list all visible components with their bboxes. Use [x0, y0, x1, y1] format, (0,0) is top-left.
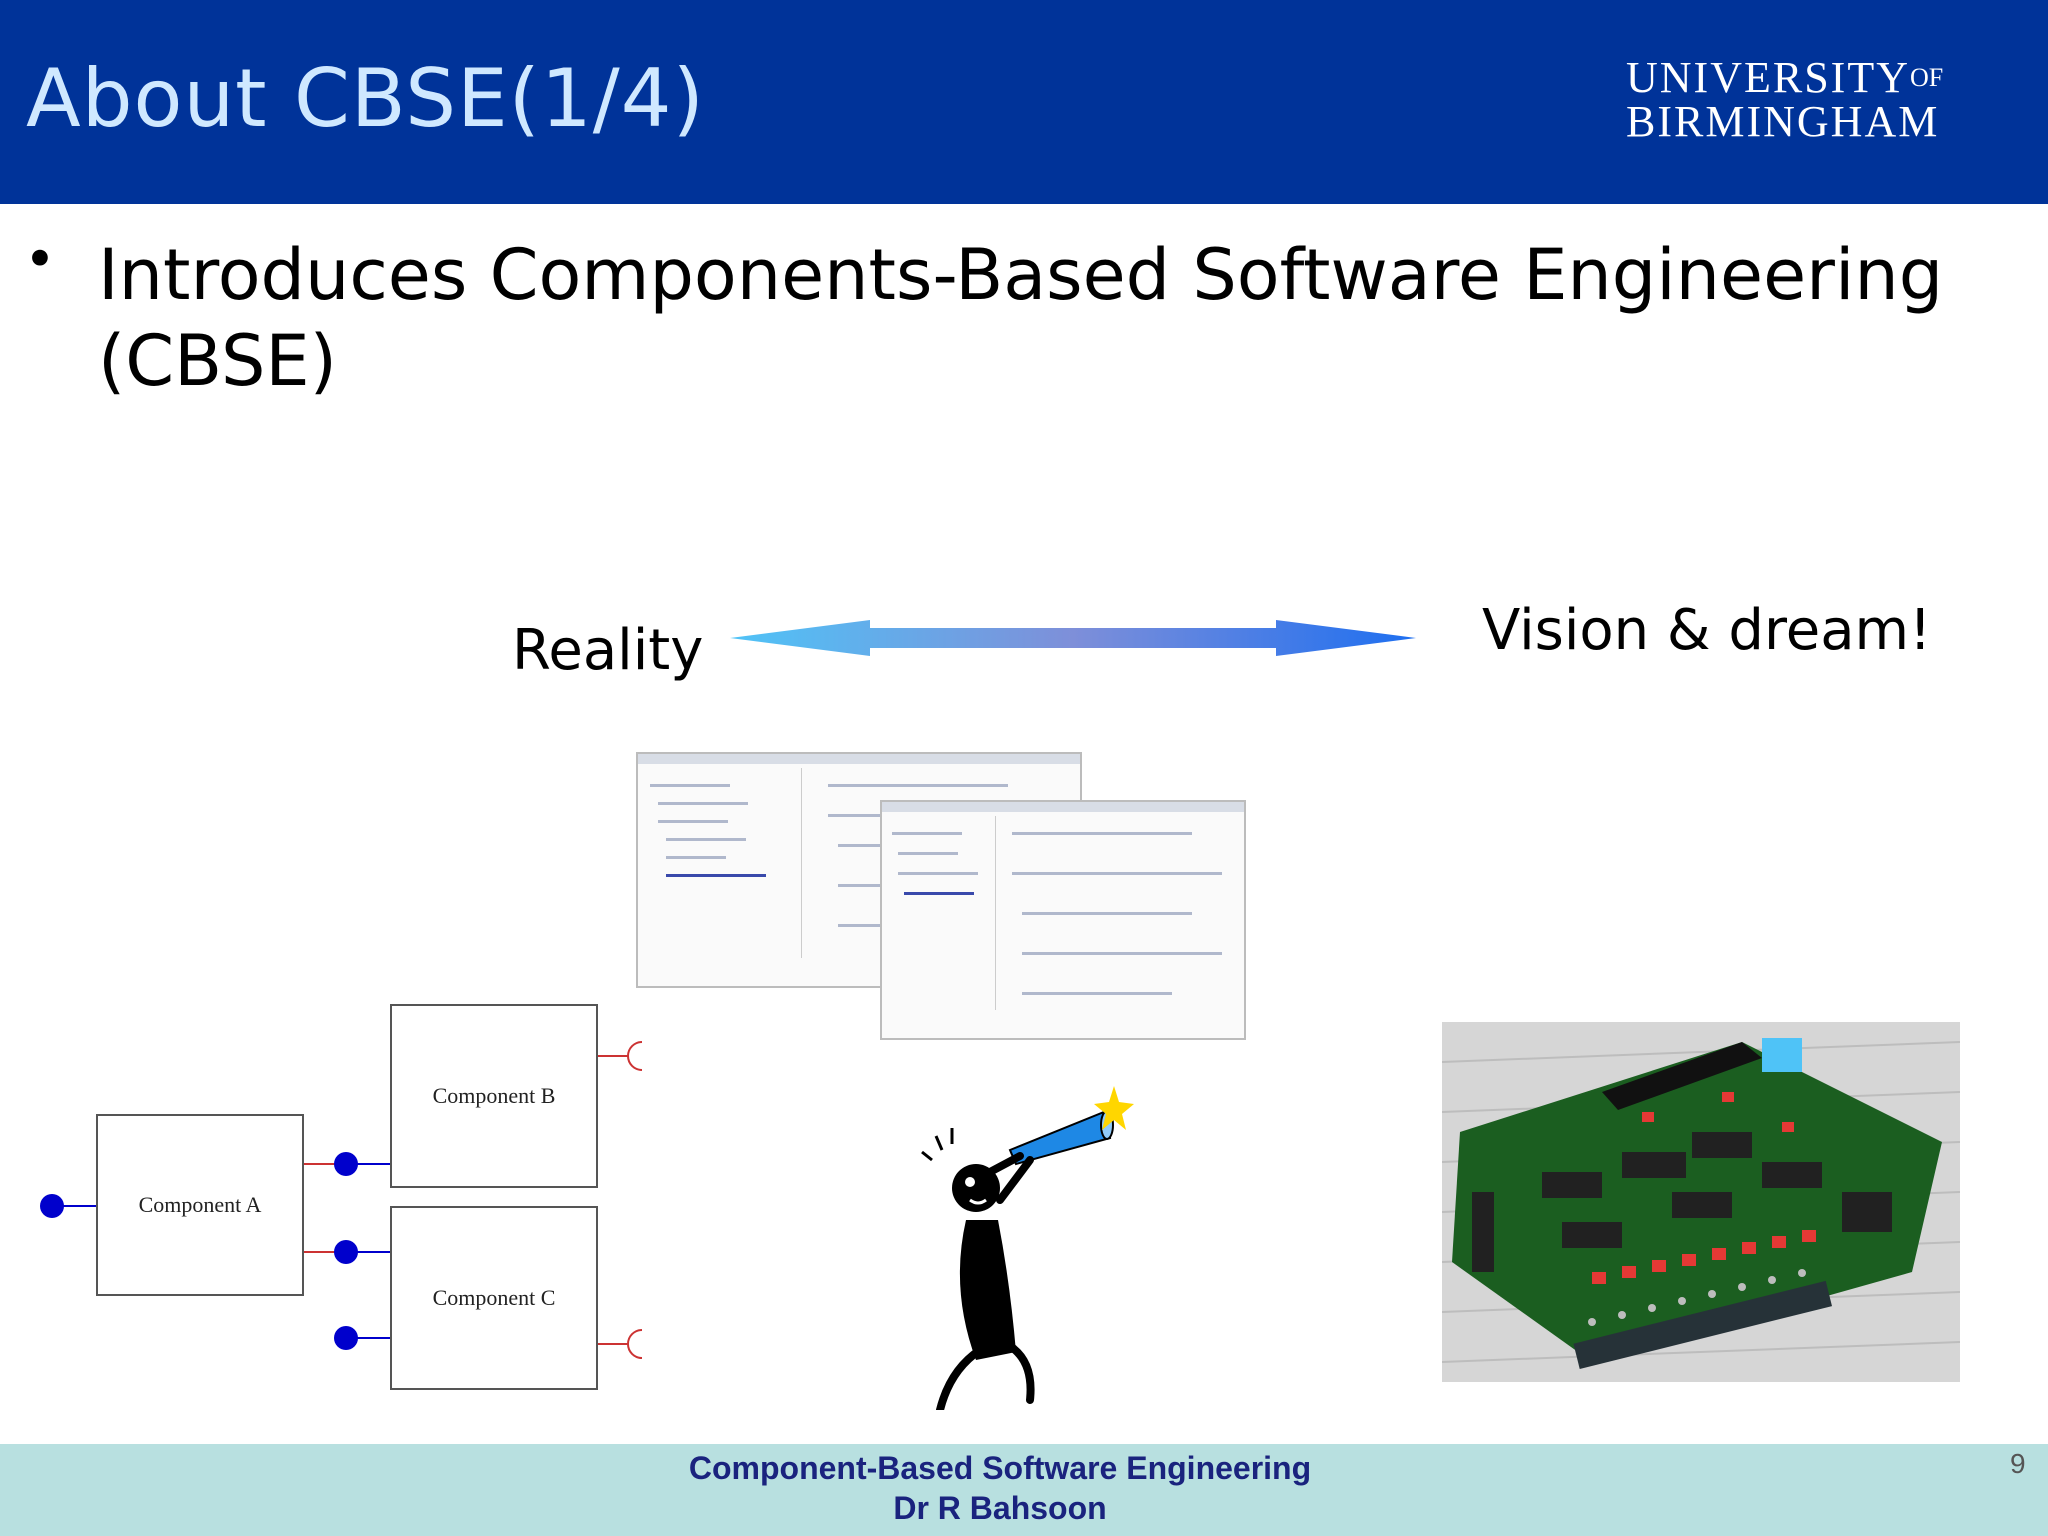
bullet-text: Introduces Components-Based Software Eng…	[98, 234, 1944, 402]
circuit-board-image	[1442, 1022, 1960, 1382]
logo-line1: UNIVERSITY	[1626, 53, 1910, 102]
slide-header: About CBSE(1/4) UNIVERSITYOF BIRMINGHAM	[0, 0, 2048, 204]
footer-author: Dr R Bahsoon	[893, 1490, 1107, 1526]
slide-footer: Component-Based Software Engineering Dr …	[0, 1444, 2048, 1536]
component-a-box: Component A	[96, 1114, 304, 1296]
logo-line2: BIRMINGHAM	[1626, 97, 1940, 146]
component-a-label: Component A	[138, 1192, 262, 1217]
star-icon	[1094, 1086, 1134, 1130]
component-c-label: Component C	[432, 1285, 556, 1310]
page-number: 9	[2010, 1448, 2026, 1479]
ide-screenshot-image-2	[880, 800, 1246, 1040]
slide-title: About CBSE(1/4)	[26, 52, 705, 145]
vision-label: Vision & dream!	[1482, 598, 1932, 663]
university-logo: UNIVERSITYOF BIRMINGHAM	[1626, 56, 1943, 144]
double-arrow-icon	[730, 620, 1416, 656]
reality-label: Reality	[512, 618, 704, 683]
component-diagram-connectors	[40, 1041, 643, 1359]
footer-course: Component-Based Software Engineering	[688, 1450, 1312, 1486]
component-b-box: Component B	[390, 1004, 598, 1188]
component-c-box: Component C	[390, 1206, 598, 1390]
bullet-marker: •	[24, 228, 56, 291]
telescope-figure-icon	[921, 1110, 1114, 1410]
component-b-label: Component B	[432, 1083, 556, 1108]
logo-of: OF	[1909, 63, 1944, 92]
